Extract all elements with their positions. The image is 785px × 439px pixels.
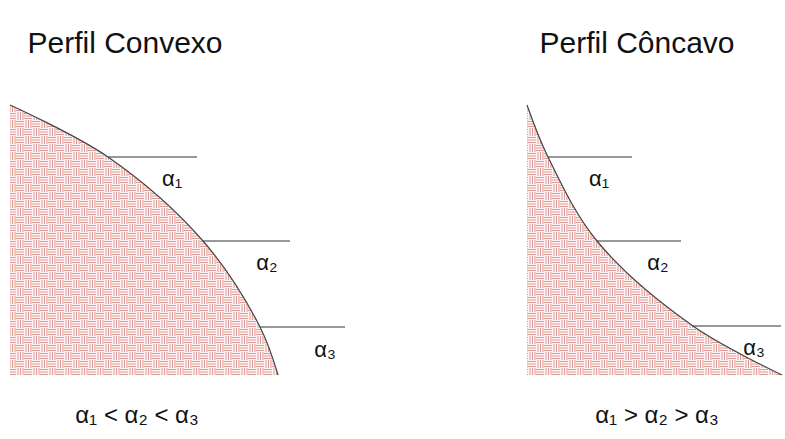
- angle-label: α₂: [256, 251, 277, 275]
- angle-relation: α₁ < α₂ < α₃: [75, 402, 199, 428]
- reference-line: [597, 241, 681, 242]
- concave-slope-fill: [527, 105, 782, 375]
- convex-slope-fill: [10, 105, 278, 375]
- angle-label: α₁: [162, 167, 182, 191]
- horizontal-reference-lines: [108, 157, 781, 327]
- angle-label: α₂: [647, 251, 668, 275]
- angle-relation: α₁ > α₂ > α₃: [595, 402, 719, 428]
- angle-label: α₃: [743, 336, 765, 360]
- reference-line: [108, 157, 197, 158]
- angle-label: α₁: [589, 167, 609, 191]
- angle-label: α₃: [314, 338, 336, 362]
- reference-line: [260, 327, 345, 328]
- reference-line: [693, 326, 781, 327]
- reference-line: [203, 241, 290, 242]
- profile-title: Perfil Convexo: [27, 26, 222, 59]
- convex-slope-profile: [10, 105, 278, 375]
- profile-title: Perfil Côncavo: [539, 26, 734, 59]
- concave-slope-profile: [527, 105, 782, 375]
- reference-line: [548, 157, 632, 158]
